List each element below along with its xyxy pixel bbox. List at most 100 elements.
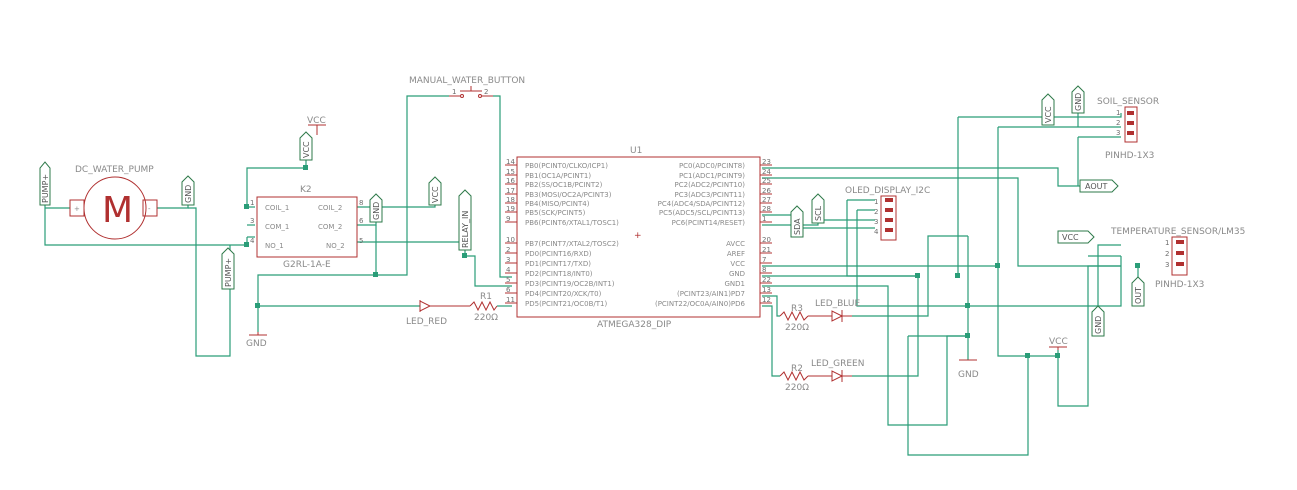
mcu-value: ATMEGA328_DIP xyxy=(597,320,672,330)
motor-icon xyxy=(83,176,147,240)
pin-number: 5 xyxy=(359,237,363,245)
resistor-r2[interactable]: R2 220Ω xyxy=(779,364,809,393)
mcu-pin-name: AREF xyxy=(727,250,745,258)
gnd-tag-soil: GND xyxy=(1071,85,1085,114)
pin-number: 3 xyxy=(1116,129,1120,137)
motor-plus-pin: + xyxy=(74,205,80,213)
soil-sensor[interactable]: SOIL_SENSOR 1 2 3 PINHD-1X3 xyxy=(1097,97,1159,161)
led-blue-label: LED_BLUE xyxy=(815,299,860,309)
resistor-r3[interactable]: R3 220Ω xyxy=(779,304,809,333)
mcu-pin-name: PD4(PCINT20/XCK/T0) xyxy=(525,290,602,298)
pin-number: 2 xyxy=(1116,119,1120,127)
junction xyxy=(955,273,960,278)
mcu-pin-number: 22 xyxy=(762,276,771,284)
pump-plus-tag-lower: PUMP+ xyxy=(221,247,235,290)
pump-plus-tag-text: PUMP+ xyxy=(224,258,233,287)
mcu-pin-number: 3 xyxy=(506,256,510,264)
mcu-pin-name: PD0(PCINT16/RXD) xyxy=(525,250,592,258)
temp-value: PINHD-1X3 xyxy=(1155,280,1204,290)
pin-number: 6 xyxy=(359,217,364,225)
gnd-tag-text: GND xyxy=(1094,316,1103,334)
led-red-label: LED_RED xyxy=(406,317,447,327)
led-green[interactable]: LED_GREEN xyxy=(808,359,864,382)
pin-number: 2 xyxy=(874,208,878,216)
mcu-pin-name: PC6(PCINT14/RESET) xyxy=(672,219,746,227)
mcu-pin-number: 6 xyxy=(506,286,511,294)
dc-water-pump[interactable]: DC_WATER_PUMP M + - xyxy=(69,165,158,240)
vcc-label: VCC xyxy=(1049,337,1068,347)
mcu-pin-name: PD2(PCINT18/INT0) xyxy=(525,270,593,278)
mcu-pin-name: PB4(MISO/PCINT4) xyxy=(525,200,590,208)
vcc-label: VCC xyxy=(307,116,326,126)
mcu-pin-name: GND xyxy=(729,270,745,278)
vcc-tag-soil: VCC xyxy=(1041,93,1055,126)
relay-pin-no2: NO_2 xyxy=(326,242,345,250)
soil-label: SOIL_SENSOR xyxy=(1097,97,1159,107)
junction xyxy=(373,272,378,277)
mcu-pin-number: 17 xyxy=(506,187,515,195)
mcu-pin-name: PC1(ADC1/PCINT9) xyxy=(679,172,745,180)
gnd-tag-text: GND xyxy=(184,185,193,203)
gnd-symbol-mid: GND xyxy=(958,359,979,380)
mcu-pin-number: 25 xyxy=(762,177,771,185)
scl-tag: SCL xyxy=(811,193,825,224)
junction xyxy=(244,242,249,247)
pin-number: 8 xyxy=(359,199,363,207)
oled-display[interactable]: OLED_DISPLAY_I2C 1 2 3 4 xyxy=(845,186,930,241)
junction xyxy=(1025,353,1030,358)
mcu-pin-name: PB0(PCINT0/CLKO/ICP1) xyxy=(525,162,608,170)
mcu-pin-name: PC4(ADC4/SDA/PCINT12) xyxy=(658,200,746,208)
pin-number: 2 xyxy=(484,88,488,96)
oled-label: OLED_DISPLAY_I2C xyxy=(845,186,930,196)
pin-number: 1 xyxy=(250,199,254,207)
resistor-r1[interactable]: R1 220Ω xyxy=(469,292,498,323)
relay-in-tag: RELAY_IN xyxy=(458,189,472,251)
mcu-pin-number: 2 xyxy=(506,246,510,254)
relay-k2[interactable]: K2 COIL_1 COIL_2 COM_1 COM_2 NO_1 NO_2 1… xyxy=(250,185,364,270)
svg-text:+: + xyxy=(634,231,642,241)
aout-tag-text: AOUT xyxy=(1085,182,1107,191)
sda-tag-text: SDA xyxy=(793,218,802,235)
pin-number: 3 xyxy=(874,218,878,226)
temperature-sensor[interactable]: TEMPERATURE_SENSOR/LM35 1 2 3 PINHD-1X3 xyxy=(1110,227,1245,290)
r1-label: R1 xyxy=(480,292,492,302)
manual-water-button[interactable]: MANUAL_WATER_BUTTON 1 2 xyxy=(409,76,525,98)
mcu-pin-name: PD3(PCINT19/OC2B/INT1) xyxy=(525,280,615,288)
mcu-pin-name: PB1(OC1A/PCINT1) xyxy=(525,172,591,180)
pin-number: 4 xyxy=(874,228,879,236)
mcu-pin-name: PC5(ADC5/SCL/PCINT13) xyxy=(659,209,745,217)
pump-label: DC_WATER_PUMP xyxy=(75,165,154,175)
r3-label: R3 xyxy=(791,304,803,314)
mcu-pin-name: PD1(PCINT17/TXD) xyxy=(525,260,591,268)
led-blue[interactable]: LED_BLUE xyxy=(808,299,860,322)
mcu-pin-number: 20 xyxy=(762,236,771,244)
mcu-pin-number: 15 xyxy=(506,168,515,176)
r1-value: 220Ω xyxy=(474,313,498,323)
junction xyxy=(965,303,970,308)
mcu-pin-number: 19 xyxy=(506,205,515,213)
relay-pin-com1: COM_1 xyxy=(265,223,289,231)
mcu-pin-name: PB3(MOSI/OC2A/PCINT3) xyxy=(525,191,612,199)
vcc-supply-bottom: VCC xyxy=(1049,337,1068,350)
pin-number: 4 xyxy=(250,237,255,245)
junction xyxy=(1055,353,1060,358)
junction xyxy=(995,263,1000,268)
mcu-pin-name: (PCINT22/OC0A/AIN0)PD6 xyxy=(655,300,746,308)
mcu-pin-number: 28 xyxy=(762,205,771,213)
led-red[interactable]: LED_RED xyxy=(406,300,470,327)
r2-label: R2 xyxy=(791,364,803,374)
gnd-label: GND xyxy=(246,339,267,349)
mcu-ref: U1 xyxy=(630,146,642,156)
vcc-tag-text: VCC xyxy=(1062,233,1079,242)
junction xyxy=(1135,263,1140,268)
led-green-label: LED_GREEN xyxy=(811,359,864,369)
mcu-pin-number: 1 xyxy=(762,215,766,223)
motor-symbol: M xyxy=(102,190,133,231)
relay-pin-no1: NO_1 xyxy=(265,242,284,250)
mcu-pin-name: PB7(PCINT7/XTAL2/TOSC2) xyxy=(525,240,619,248)
mcu-pin-number: 9 xyxy=(506,215,510,223)
